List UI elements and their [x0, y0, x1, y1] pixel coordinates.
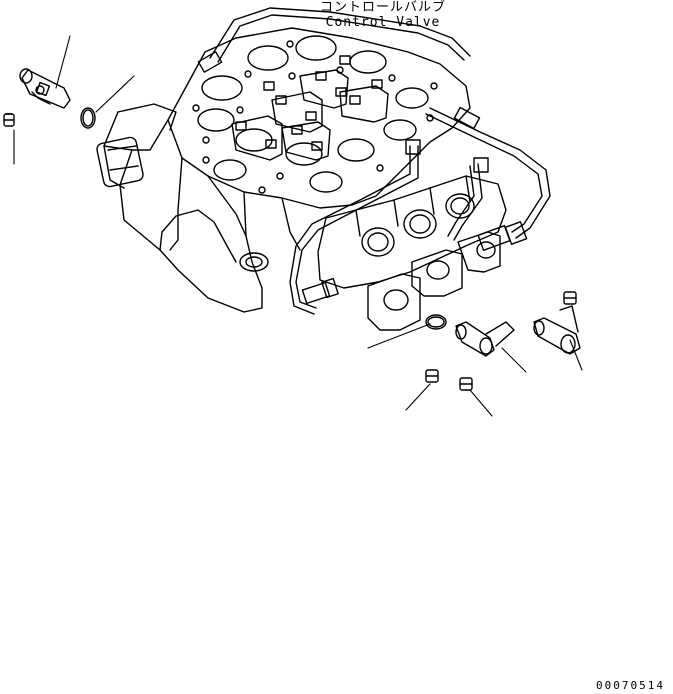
- figure-code: 00070514: [596, 679, 665, 692]
- elbow-fitting-center: [456, 322, 514, 356]
- plug-right: [564, 292, 576, 304]
- o-ring-left: [81, 108, 95, 128]
- pilot-pipe: [198, 8, 550, 314]
- plug-center-b: [460, 378, 472, 390]
- plug-center-a: [426, 370, 438, 382]
- plug-left: [4, 114, 14, 126]
- leader-lines: [14, 36, 582, 416]
- elbow-fitting-right: [534, 306, 580, 354]
- elbow-fitting-left: [20, 69, 70, 108]
- control-valve-body: [96, 28, 506, 330]
- title-japanese: コントロールバルブ: [319, 0, 446, 15]
- title-english: Control Valve: [325, 15, 441, 30]
- drawing-title: コントロールバルブ Control Valve: [318, 0, 448, 30]
- o-ring-center: [426, 315, 446, 329]
